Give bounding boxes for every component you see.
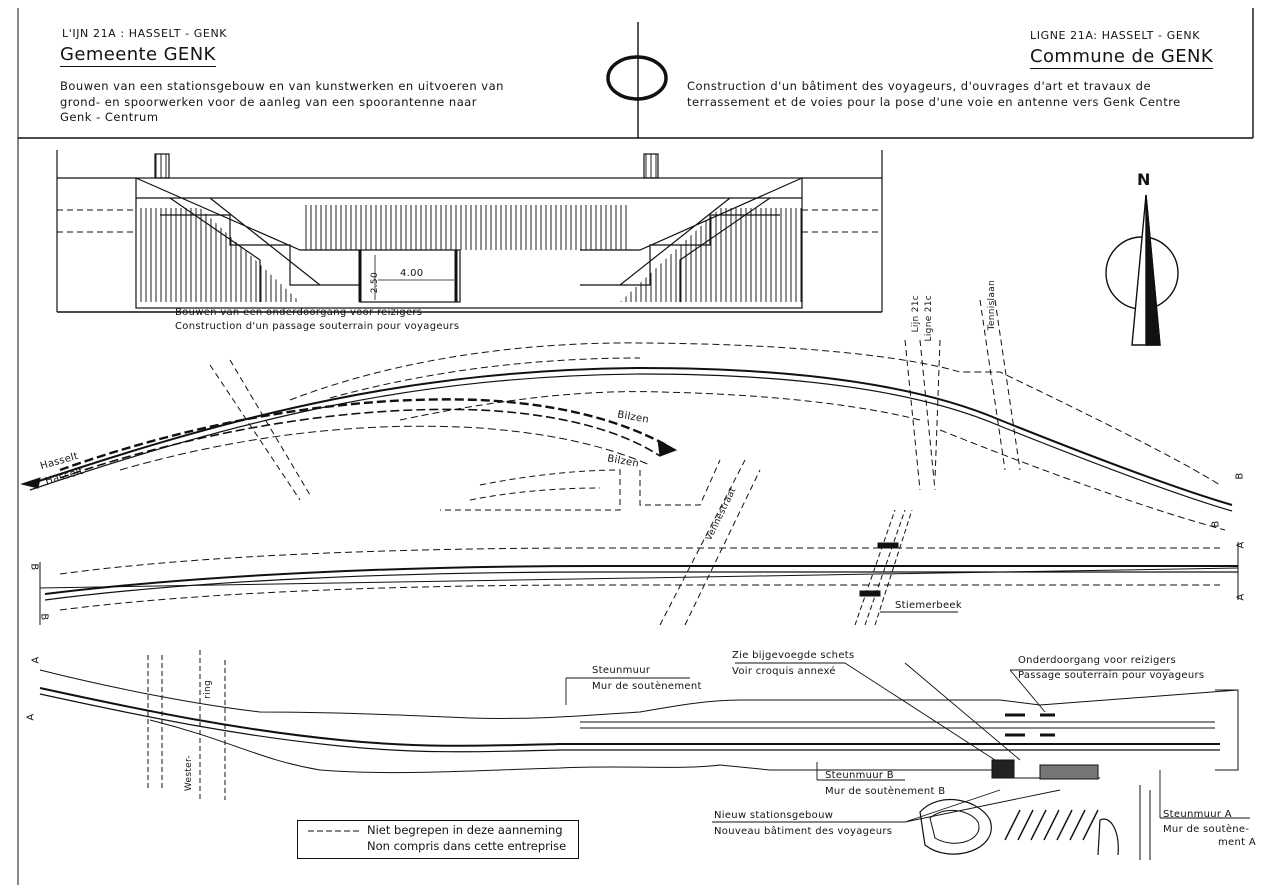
legend-box — [297, 820, 579, 859]
label-westerring-2: ring — [203, 680, 213, 699]
top-plan — [20, 299, 1233, 626]
steunmuur-a-fr-1: Mur de soutène- — [1163, 824, 1250, 835]
underpass-caption-fr: Construction d'un passage souterrain pou… — [175, 321, 460, 332]
marker-b-top-2: B — [1210, 520, 1222, 528]
schets-fr: Voir croquis annexé — [732, 666, 836, 677]
legend-line-fr: Non compris dans cette entreprise — [367, 839, 567, 853]
line-title-nl: L'IJN 21A : HASSELT - GENK — [62, 27, 228, 40]
marker-a-bot-1: A — [30, 656, 42, 664]
label-ligne21c: Ligne 21c — [924, 295, 934, 342]
marker-a-bot-2: A — [25, 713, 37, 721]
steunmuur-a-fr-2: ment A — [1218, 837, 1256, 848]
underpass-elevation — [56, 150, 883, 313]
municipality-fr: Commune de GENK — [1030, 46, 1214, 69]
dim-height: 2.50 — [370, 272, 380, 294]
label-westerring-1: Wester- — [184, 755, 194, 792]
dim-width: 4.00 — [400, 268, 424, 279]
marker-b-mid-1: B — [28, 563, 40, 571]
label-stiemerbeek: Stiemerbeek — [895, 600, 962, 611]
onderdoorgang-nl: Onderdoorgang voor reizigers — [1018, 655, 1177, 666]
station-fr: Nouveau bâtiment des voyageurs — [714, 826, 893, 837]
legend-line-nl: Niet begrepen in deze aanneming — [367, 823, 563, 837]
marker-a-mid-2: A — [1235, 593, 1247, 601]
steunmuur-a-nl: Steunmuur A — [1163, 809, 1232, 820]
bottom-plan — [39, 650, 1250, 860]
onderdoorgang-fr: Passage souterrain pour voyageurs — [1018, 670, 1205, 681]
steunmuur-b-fr: Mur de soutènement B — [825, 786, 946, 797]
station-nl: Nieuw stationsgebouw — [714, 810, 834, 821]
label-tennislaan: Tennislaan — [987, 280, 997, 331]
middle-plan — [39, 509, 1239, 626]
marker-b-mid-2: B — [38, 613, 50, 621]
underpass-caption-nl: Bouwen van een onderdoorgang voor reizig… — [175, 307, 423, 318]
marker-b-top-1: B — [1234, 472, 1246, 480]
sncb-logo — [606, 55, 668, 101]
description-fr: Construction d'un bâtiment des voyageurs… — [687, 79, 1181, 109]
municipality-nl: Gemeente GENK — [60, 44, 216, 67]
north-label: N — [1137, 170, 1151, 189]
steunmuur-b-nl: Steunmuur B — [825, 770, 894, 781]
line-title-fr: LIGNE 21A: HASSELT - GENK — [1030, 29, 1201, 42]
marker-a-mid-1: A — [1235, 541, 1247, 549]
label-lijn21c: Lijn 21c — [911, 295, 921, 333]
steunmuur-nl: Steunmuur — [592, 665, 651, 676]
schets-nl: Zie bijgevoegde schets — [732, 650, 855, 661]
description-nl: Bouwen van een stationsgebouw en van kun… — [60, 79, 504, 124]
north-arrow — [1105, 194, 1179, 346]
sheet-frame — [17, 8, 1254, 885]
steunmuur-fr: Mur de soutènement — [592, 681, 702, 692]
